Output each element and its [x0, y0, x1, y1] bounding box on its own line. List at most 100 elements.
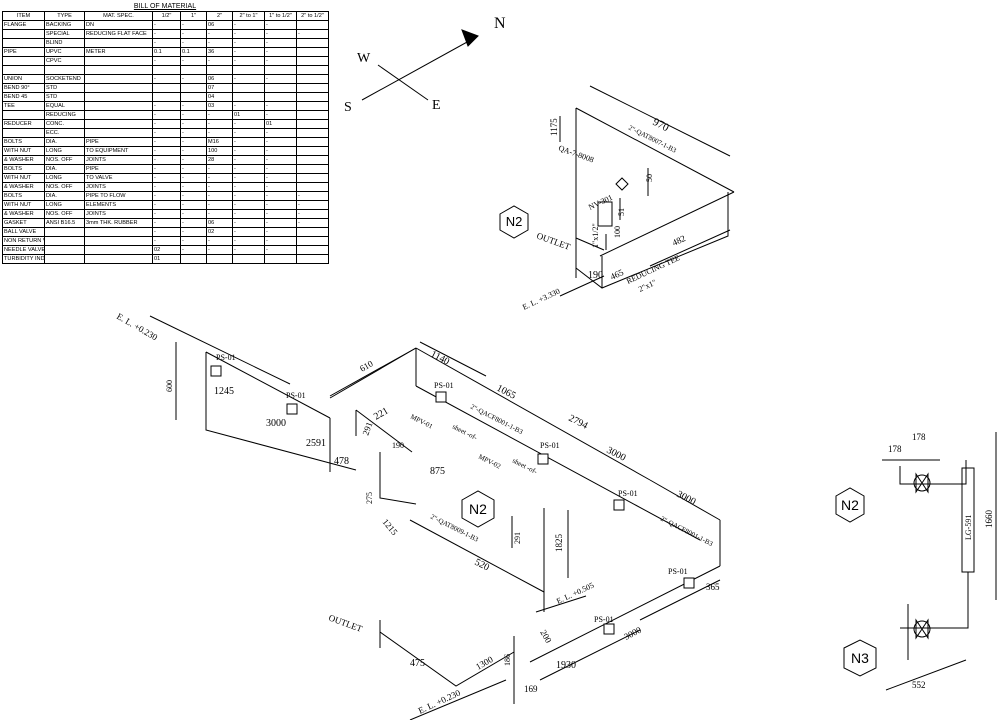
main-dim-2591: 2591 — [306, 438, 326, 449]
main-stair-1 — [355, 409, 413, 453]
main-dim-3000b-line — [639, 579, 721, 621]
ps01-label-7: PS-01 — [594, 615, 614, 624]
top-dim-482: 482 — [671, 233, 687, 248]
support-ps01-6 — [683, 577, 695, 589]
main-stair-3 — [379, 452, 417, 505]
top-pipe-run — [575, 107, 735, 193]
top-dim-1175: 1175 — [549, 118, 559, 136]
compass-west-east-line — [377, 64, 429, 101]
main-pipe-upper-left — [205, 351, 331, 419]
ps01-label-2: PS-01 — [286, 391, 306, 400]
line-ref-3: 2"-QACF8001-1-B3 — [659, 515, 714, 549]
main-dim-610: 610 — [358, 358, 375, 374]
main-dim-1825: 1825 — [554, 534, 564, 553]
node-n2-main-label: N2 — [469, 501, 487, 517]
main-pipe-lower-run — [409, 519, 545, 593]
top-base-line — [575, 192, 729, 289]
bom-row: NEEDLE VALVE THREADED02---- — [2, 245, 329, 255]
ps01-label-6: PS-01 — [668, 567, 688, 576]
bom-title: BILL OF MATERIAL — [133, 3, 197, 10]
node-n3-side-label: N3 — [851, 650, 869, 666]
main-dim-275: 275 — [365, 492, 374, 504]
main-outlet-pipe — [379, 631, 515, 687]
main-dim-478: 478 — [334, 456, 349, 467]
needle-valve-symbol — [615, 177, 629, 191]
node-n3-side-hexagon — [843, 639, 877, 677]
node-n2-side-hexagon — [835, 487, 865, 523]
main-dim-elevation-leader — [149, 315, 291, 385]
main-dim-291b: 291 — [513, 532, 522, 544]
main-dim-200: 200 — [538, 628, 554, 645]
top-dim-190: 190 — [588, 270, 603, 281]
compass-west-label: W — [357, 51, 371, 66]
main-pipe-left — [205, 352, 357, 471]
node-n2-top-label: N2 — [506, 214, 523, 229]
top-dim-100: 100 — [613, 226, 622, 238]
support-ps01-7 — [603, 623, 615, 635]
main-dim-1215: 1215 — [380, 517, 400, 538]
main-elevation-top: E. L. +0.230 — [115, 311, 160, 343]
side-instrument-label: LG-591 — [964, 515, 973, 540]
main-dim-3000b: 3000 — [622, 624, 643, 641]
main-pipe-top-right — [649, 479, 721, 521]
top-elevation-label: E. L. +3.330 — [521, 287, 561, 312]
side-valve-bottom-circle — [913, 620, 931, 638]
compass-arrowhead — [461, 29, 479, 47]
bom-cell — [296, 254, 329, 264]
side-view-piping — [882, 432, 997, 691]
support-ps01-3 — [435, 391, 447, 403]
top-view-piping — [559, 85, 735, 297]
main-pipe-mid-run — [415, 385, 701, 541]
top-pipe-return — [599, 191, 735, 257]
side-dim-178b: 178 — [912, 432, 926, 442]
side-dim-552-line — [885, 659, 967, 691]
ps01-label-4: PS-01 — [540, 441, 560, 450]
bom-row: REDUCING---01- — [2, 110, 329, 120]
compass-south-label: S — [344, 100, 352, 115]
top-dim-482-line — [649, 229, 731, 267]
support-ps01-5 — [613, 499, 625, 511]
main-dim-875: 875 — [430, 466, 445, 477]
main-elevation-bottom: E. L. +0.230 — [417, 687, 463, 715]
top-dim-970: 970 — [651, 116, 672, 134]
compass-north-label: N — [494, 15, 506, 32]
ps01-label-5: PS-01 — [618, 489, 638, 498]
mpv02-label: MPV-02 — [477, 453, 502, 471]
main-dim-2794: 2794 — [567, 413, 590, 432]
bom-row: CPVC----- — [2, 56, 329, 66]
reducer-symbol — [597, 201, 613, 227]
main-dim-186: 186 — [503, 654, 512, 666]
main-dim-365: 365 — [706, 582, 720, 592]
main-dim-1930-line — [539, 629, 641, 681]
main-pipe-top-run — [415, 347, 651, 481]
side-valve-bottom — [915, 618, 929, 640]
main-elevation-bottom-leader — [409, 679, 507, 720]
support-ps01-4 — [537, 453, 549, 465]
main-elevation-mid: E. L. +0.505 — [555, 581, 595, 606]
node-n2-top-hexagon — [499, 205, 529, 239]
top-outlet-label: OUTLET — [535, 230, 572, 252]
main-dim-610-line — [329, 347, 417, 397]
top-dim-970-line — [589, 85, 731, 157]
ps01-label-3: PS-01 — [434, 381, 454, 390]
sheet-ref-1: sheet -of- — [451, 423, 479, 443]
node-n2-main-hexagon — [461, 490, 495, 528]
side-dim-552: 552 — [912, 680, 926, 690]
main-dim-1140-line — [419, 341, 487, 377]
sheet-ref-2: sheet -of- — [511, 457, 539, 477]
main-dim-600: 600 — [165, 380, 174, 392]
compass — [361, 29, 479, 101]
node-n2-side-label: N2 — [841, 497, 859, 513]
side-dim-1660: 1660 — [984, 510, 994, 529]
top-dim-51: 51 — [617, 208, 626, 216]
main-dim-1140: 1140 — [429, 349, 451, 368]
main-dim-291: 291 — [360, 421, 374, 437]
